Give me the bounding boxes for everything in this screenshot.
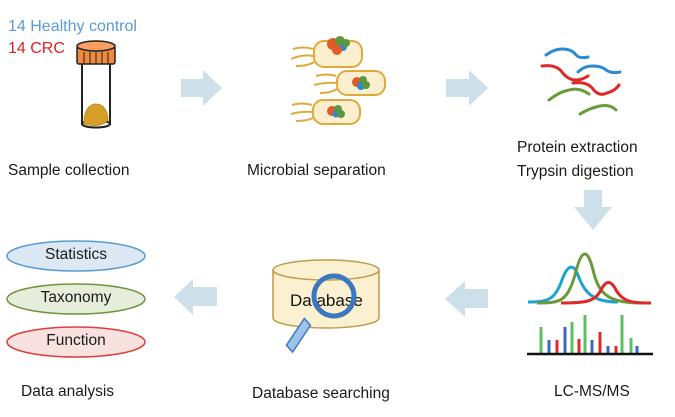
analysis-item-taxonomy: Taxonomy	[40, 289, 112, 306]
analysis-item-function: Function	[46, 332, 106, 349]
arrow-right-2	[446, 70, 488, 106]
arrow-left-2	[174, 279, 217, 315]
function-ellipse	[6, 326, 146, 358]
arrow-left-1	[445, 281, 488, 317]
arrow-down	[574, 190, 612, 230]
step-label-microbial-separation: Microbial separation	[247, 162, 386, 179]
chromatogram-icon	[527, 252, 652, 305]
arrow-right-1	[181, 70, 222, 106]
step-label-lc-ms-ms: LC-MS/MS	[554, 383, 630, 400]
bacteria-icon	[290, 36, 386, 125]
healthy-control-label: 14 Healthy control	[8, 18, 137, 35]
crc-label: 14 CRC	[8, 40, 65, 57]
ms-spectrum-icon	[527, 315, 653, 356]
step-label-trypsin-digestion: Trypsin digestion	[517, 163, 634, 180]
step-label-sample-collection: Sample collection	[8, 162, 130, 179]
analysis-item-statistics: Statistics	[44, 246, 107, 263]
sample-tube-icon	[76, 40, 116, 129]
step-label-database-searching: Database searching	[252, 385, 390, 402]
peptides-icon	[540, 47, 622, 116]
taxonomy-ellipse	[6, 283, 146, 315]
statistics-ellipse	[6, 240, 146, 272]
step-label-protein-extraction: Protein extraction	[517, 139, 638, 156]
step-label-data-analysis: Data analysis	[21, 383, 115, 400]
